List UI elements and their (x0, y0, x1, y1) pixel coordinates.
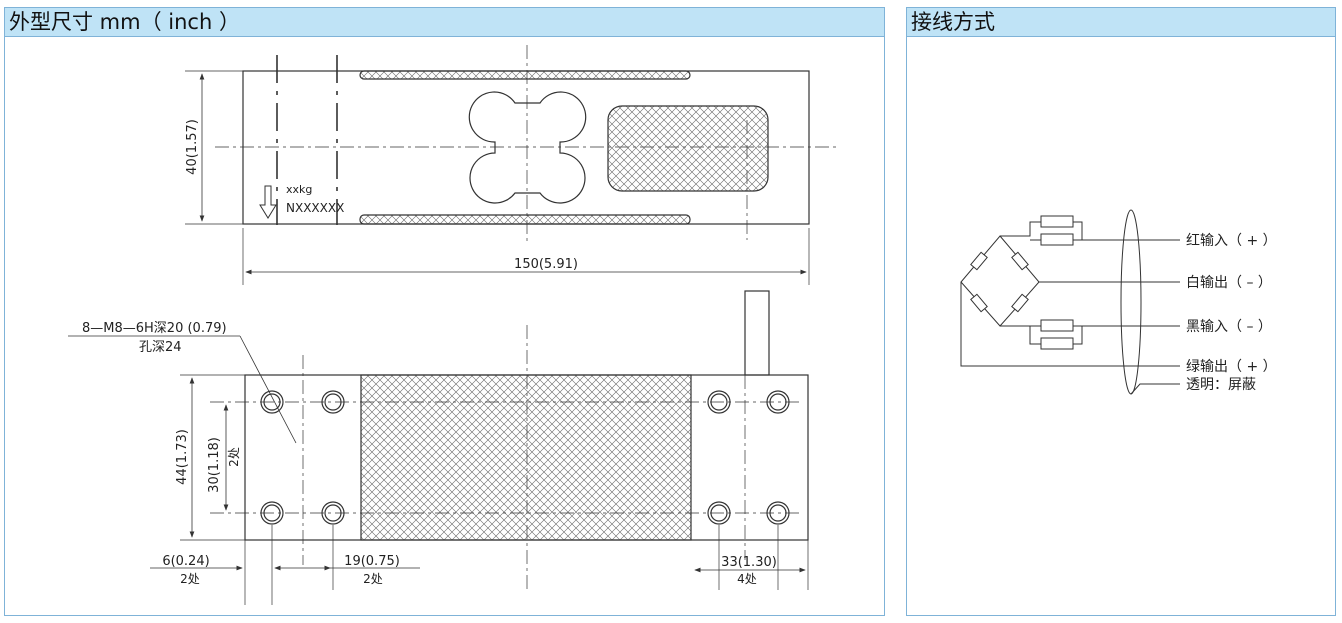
bottom-slot (359, 214, 691, 225)
right-qty: 4处 (737, 572, 757, 586)
wire-label-white: 白输出（ – ） (1186, 275, 1272, 291)
capacity-label: xxkg (286, 183, 312, 196)
load-direction-arrow (259, 185, 277, 219)
dimensions-panel-header: 外型尺寸 mm（ inch ） (5, 8, 884, 37)
serial-label: NXXXXXX (286, 201, 344, 215)
butterfly-cutout (468, 91, 587, 204)
top-resistor-1 (1040, 215, 1074, 228)
top-slot (359, 70, 691, 80)
pitch-qty: 2处 (363, 572, 383, 586)
wire-label-black: 黑输入（ – ） (1186, 319, 1272, 335)
right-dimension: 33(1.30) (721, 555, 777, 570)
hole-spacing-qty: 2处 (227, 447, 241, 467)
dimensions-panel-title: 外型尺寸 mm（ inch ） (9, 10, 240, 34)
bottom-resistor-1 (1040, 319, 1074, 332)
wiring-diagram (960, 209, 1180, 395)
pitch-dimension: 19(0.75) (344, 554, 400, 569)
wire-label-green: 绿输出（ + ） (1186, 359, 1277, 375)
top-view (185, 45, 838, 285)
hole-spacing-dimension: 30(1.18) (207, 437, 222, 493)
wire-label-red: 红输入（ + ） (1186, 233, 1277, 249)
bridge-resistors (970, 251, 1029, 313)
top-resistor-2 (1040, 233, 1074, 246)
mounting-holes (260, 390, 790, 525)
bottom-height-dimension: 44(1.73) (175, 429, 190, 485)
edge-dimension: 6(0.24) (162, 554, 209, 569)
bottom-view (68, 290, 809, 605)
edge-qty: 2处 (180, 572, 200, 586)
hole-depth-label: 孔深24 (139, 340, 182, 355)
top-height-dimension: 40(1.57) (185, 119, 200, 175)
wiring-panel-header: 接线方式 (907, 8, 1335, 37)
top-width-dimension: 150(5.91) (514, 257, 578, 272)
thread-callout: 8—M8—6H深20 (0.79) (82, 321, 227, 336)
cable-stub (744, 290, 770, 376)
bottom-resistor-2 (1040, 337, 1074, 350)
gauge-cover (607, 105, 769, 192)
wiring-panel-title: 接线方式 (911, 10, 995, 34)
bottom-hatched-area (360, 374, 692, 541)
bridge-diamond (960, 235, 1040, 327)
wire-label-shield: 透明：屏蔽 (1186, 377, 1256, 393)
